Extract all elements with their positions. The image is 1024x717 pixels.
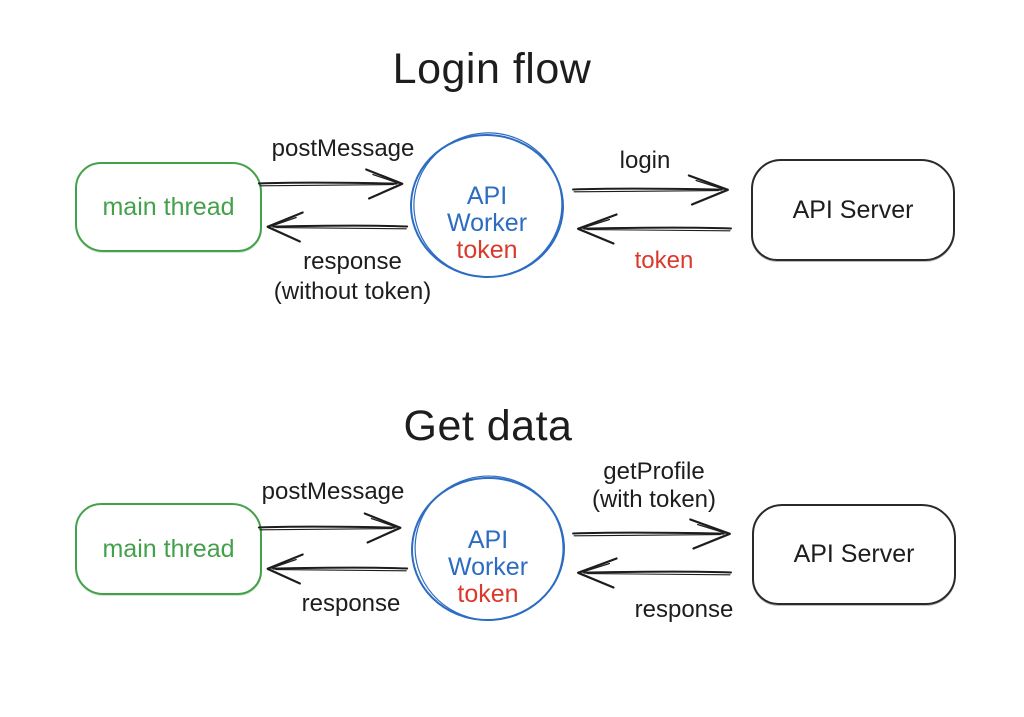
arrow-label-postmessage: postMessage [261,478,405,505]
api-worker-label-line2: Worker [447,553,529,581]
arrow-label-line: response [303,248,402,275]
arrow-worker-to-server [572,174,729,206]
api-worker-label-line1: API [466,182,508,210]
api-worker-token-label: token [456,236,518,264]
main-thread-node: main thread [75,503,262,595]
main-thread-label: main thread [102,534,235,563]
arrow-label-line: login [619,147,671,174]
arrow-label-line: getProfile [603,458,705,485]
main-thread-node: main thread [75,162,262,252]
diagram-title: Get data [403,402,573,450]
main-thread-label: main thread [102,192,235,221]
api-worker-circle [411,475,565,622]
api-worker-node: API Worker token [407,183,567,264]
api-server-node: API Server [752,504,956,605]
arrow-server-to-worker [576,213,732,245]
arrow-worker-to-main [266,211,409,243]
api-server-node: API Server [751,159,955,261]
api-server-label: API Server [793,540,915,568]
arrow-label-response: response [634,596,734,623]
arrow-label-login: login [575,146,715,176]
arrow-label-response-without-token: response (without token) [245,247,460,307]
arrow-label-response: response [251,589,451,619]
arrow-worker-to-server [572,518,731,550]
arrow-main-to-worker [257,168,404,200]
arrow-label-line: (without token) [273,278,432,305]
arrow-label-token: token [634,247,694,274]
arrow-label-line: (with token) [591,486,717,513]
api-worker-label-line1: API [467,526,509,554]
api-server-label: API Server [792,195,914,224]
arrow-label-postmessage: postMessage [271,135,415,162]
arrow-server-to-worker [576,557,732,589]
arrow-main-to-worker [257,512,402,544]
arrow-label-line: response [301,590,401,617]
diagram-title: Login flow [392,45,592,93]
api-worker-node: API Worker token [408,527,568,608]
api-worker-circle [410,132,564,279]
api-worker-token-label: token [457,580,519,608]
api-worker-label-line2: Worker [446,209,528,237]
arrow-worker-to-main [266,553,409,585]
arrow-label-getprofile-with-token: getProfile (with token) [554,458,754,514]
